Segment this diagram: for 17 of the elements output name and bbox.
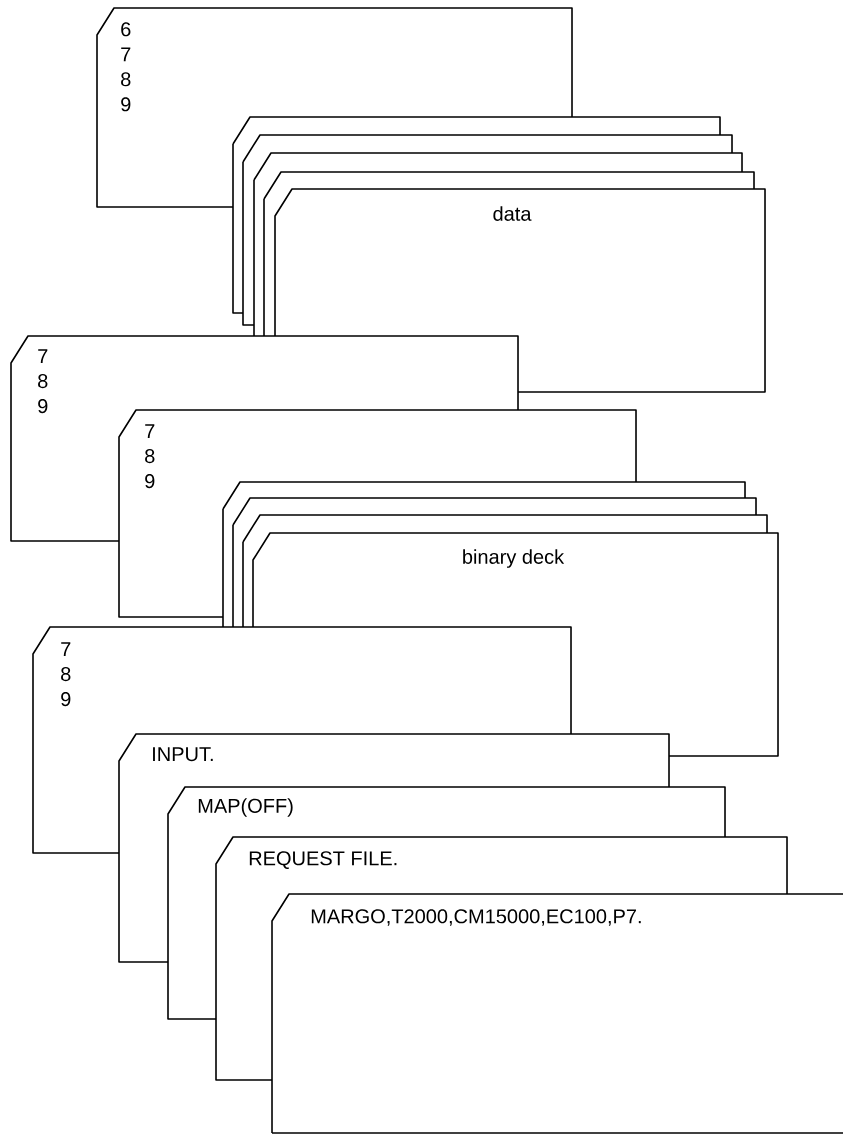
punched-card — [242, 514, 768, 543]
punched-card: 7 8 9 — [10, 335, 519, 423]
punched-card: binary deck — [252, 532, 779, 628]
punched-card: MAP(OFF) — [167, 786, 726, 838]
punched-card: MARGO,T2000,CM15000,EC100,P7. — [271, 893, 843, 1134]
punched-card — [232, 497, 757, 526]
punched-card — [253, 152, 743, 181]
punched-card — [232, 116, 721, 145]
punched-card — [242, 134, 733, 163]
punched-card — [222, 481, 746, 510]
punched-card: 6 7 8 9 — [96, 7, 573, 118]
punched-card — [263, 171, 755, 200]
punched-card: REQUEST FILE. — [215, 836, 788, 895]
punched-card: 7 8 9 — [32, 626, 572, 735]
punched-card: INPUT. — [118, 733, 670, 788]
punched-card: 7 8 9 — [118, 409, 637, 501]
punched-card: data — [274, 188, 766, 337]
